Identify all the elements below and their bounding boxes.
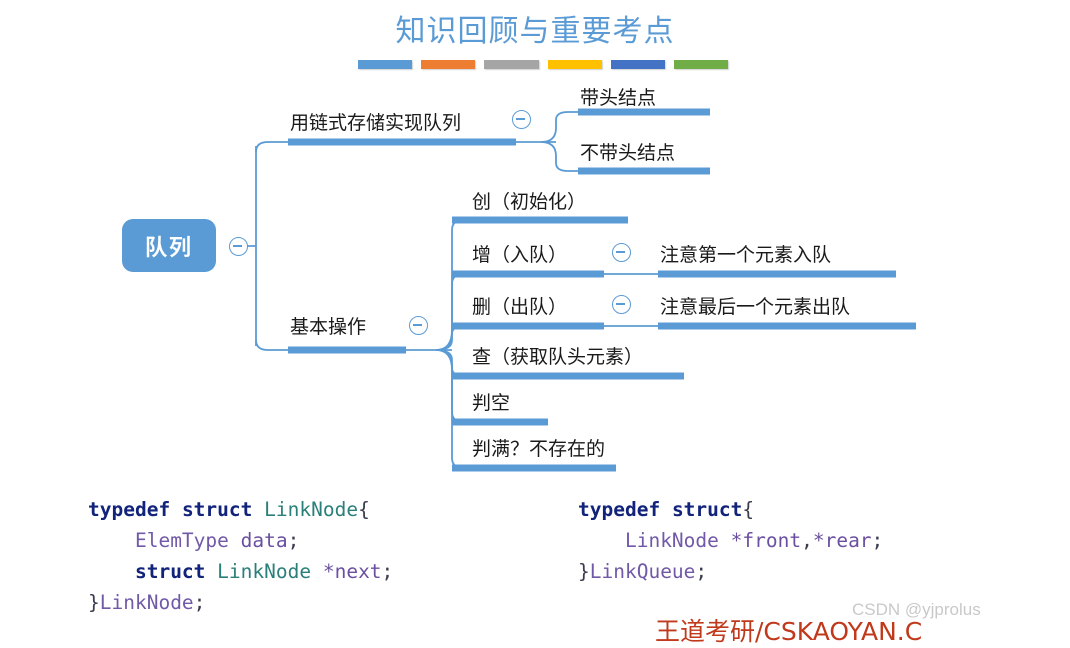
watermark-csdn: CSDN @yjprolus (852, 600, 981, 619)
code-line: typedef struct LinkNode{ (88, 494, 393, 525)
code-token: { (358, 498, 370, 521)
mindmap-node-dequeue[interactable]: 删（出队） (472, 296, 568, 318)
mindmap-node-enqueue[interactable]: 增（入队） (472, 244, 568, 266)
code-line: ElemType data; (88, 525, 393, 556)
page-title: 知识回顾与重要考点 (395, 14, 675, 49)
code-token (311, 560, 323, 583)
collapse-minus-icon-dequeue[interactable] (612, 295, 631, 314)
rule-segment-green (673, 60, 729, 69)
code-token: ; (287, 529, 300, 552)
code-token: LinkNode (217, 560, 312, 583)
mindmap-node-is-full[interactable]: 判满？不存在的 (472, 438, 606, 460)
code-token: data (240, 529, 288, 552)
code-token: LinkNode (624, 529, 719, 552)
mindmap-node-init[interactable]: 创（初始化） (472, 191, 587, 213)
watermark-wangdao: 王道考研/CSKAOYAN.C (655, 617, 923, 646)
collapse-minus-icon-root[interactable] (229, 237, 248, 256)
code-token (252, 498, 264, 521)
code-token: LinkNode (264, 498, 359, 521)
mindmap-node-linked-queue[interactable]: 用链式存储实现队列 (290, 112, 462, 134)
collapse-minus-icon-basic-ops[interactable] (409, 316, 428, 335)
mindmap-node-without-head[interactable]: 不带头结点 (580, 142, 676, 164)
root-node-label: 队列 (144, 235, 193, 261)
code-token: struct (134, 560, 206, 583)
mindmap-node-first-element-enqueue[interactable]: 注意第一个元素入队 (660, 244, 832, 266)
code-token: LinkNode (99, 591, 194, 614)
code-token (88, 529, 135, 552)
collapse-minus-icon-linked-queue[interactable] (512, 110, 531, 129)
rule-segment-blue-dark (610, 60, 665, 69)
code-token: typedef (578, 498, 661, 521)
code-token: { (742, 498, 755, 521)
mindmap-node-last-element-dequeue[interactable]: 注意最后一个元素出队 (660, 296, 851, 318)
code-token (205, 560, 217, 583)
rule-segment-yellow (547, 60, 602, 69)
rule-segment-gray (484, 60, 539, 69)
mindmap-node-is-empty[interactable]: 判空 (472, 392, 511, 414)
mindmap-root-node[interactable]: 队列 (122, 219, 216, 272)
code-line: typedef struct{ (578, 494, 883, 525)
code-token: , (801, 529, 813, 552)
code-token: ; (381, 560, 394, 583)
code-token (170, 498, 182, 521)
code-token: LinkQueue (589, 560, 696, 583)
code-token (88, 560, 135, 583)
code-token: ; (695, 560, 708, 583)
code-token: } (88, 591, 100, 614)
rule-segment-orange (421, 60, 476, 69)
code-token: struct (181, 498, 253, 521)
code-token (578, 529, 625, 552)
code-token: struct (671, 498, 743, 521)
code-token: ElemType (134, 529, 229, 552)
code-token: *next (322, 560, 382, 583)
code-token (229, 529, 241, 552)
mindmap-node-get-front[interactable]: 查（获取队头元素） (472, 346, 644, 368)
rule-segment-blue-light (358, 60, 413, 69)
mindmap-node-with-head[interactable]: 带头结点 (580, 87, 657, 109)
code-block-linknode-struct: typedef struct LinkNode{ ElemType data; … (88, 494, 393, 618)
mindmap-node-basic-ops[interactable]: 基本操作 (290, 316, 367, 338)
code-line: }LinkNode; (88, 587, 393, 618)
collapse-minus-icon-enqueue[interactable] (612, 243, 631, 262)
mindmap-canvas: 队列 用链式存储实现队列 带头结点 不带头结点 基本操作 创（初始化） 增（入队… (122, 87, 916, 472)
code-line: }LinkQueue; (578, 556, 883, 587)
code-token: *rear (812, 529, 872, 552)
code-token: } (578, 560, 590, 583)
mindmap-connectors (236, 108, 916, 472)
code-token (660, 498, 672, 521)
code-token (719, 529, 731, 552)
code-token: *front (730, 529, 802, 552)
code-token: typedef (88, 498, 171, 521)
title-color-rule (358, 60, 729, 69)
code-line: LinkNode *front,*rear; (578, 525, 883, 556)
code-token: ; (871, 529, 884, 552)
code-line: struct LinkNode *next; (88, 556, 393, 587)
code-token: ; (193, 591, 206, 614)
code-block-linkqueue-struct: typedef struct{ LinkNode *front,*rear;}L… (578, 494, 883, 587)
